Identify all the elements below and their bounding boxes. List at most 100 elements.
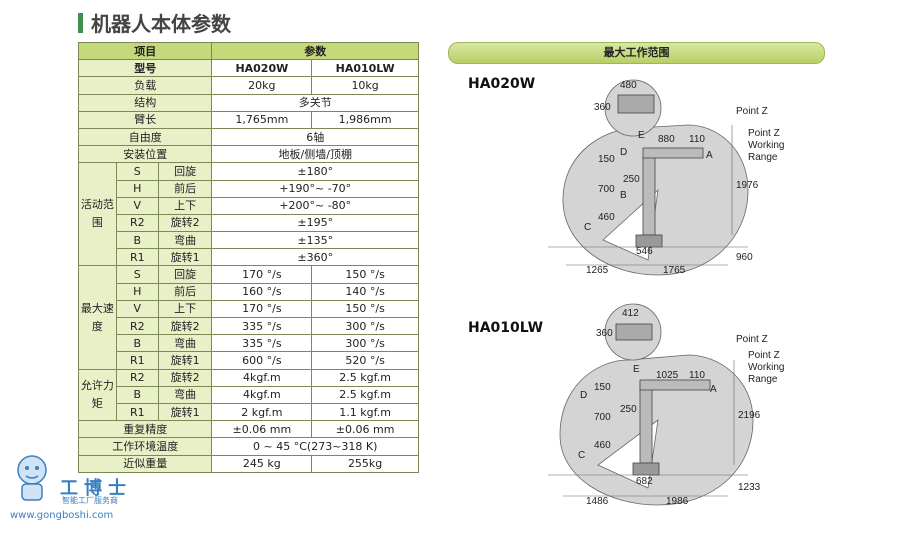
diagram-model-ha020w: HA020W [468,76,536,92]
axis-name: 回旋 [157,162,213,181]
label-B: B [620,190,627,201]
legend-range: Range [748,152,778,163]
axis-name: 弯曲 [157,385,213,404]
row-value-2: 1.1 kgf.m [311,402,419,422]
legend-point-z: Point Z [748,350,780,361]
robot-forearm [639,379,711,391]
axis-name: 旋转1 [157,351,213,370]
table-row: R2 旋转2 ±195° [79,213,419,233]
axis-name: 旋转1 [157,248,213,267]
row-value-2: 140 °/s [311,282,419,301]
dim-1986: 1986 [666,496,689,507]
table-row: B 弯曲 4kgf.m 2.5 kgf.m [79,385,419,404]
legend-point-z: Point Z [748,128,780,139]
robot-top-view [617,94,655,114]
row-label: 近似重量 [77,454,213,473]
axis-name: 弯曲 [157,334,213,353]
watermark-brand: 工博士 [60,478,132,499]
table-row: 活动范围 S 回旋 ±180° [78,162,419,267]
row-value-1: 335 °/s [211,316,313,336]
axis-code: R1 [115,402,159,422]
dim-546: 546 [636,246,653,257]
row-value: ±360° [211,248,419,267]
table-row: R2 旋转2 335 °/s 300 °/s [79,316,419,336]
row-value-2: 150 °/s [311,299,419,319]
dim-250: 250 [623,174,640,185]
table-row: 自由度 6轴 [77,127,419,147]
row-value: 多关节 [211,93,419,112]
row-value: 6轴 [211,127,419,147]
axis-name: 回旋 [157,265,213,284]
row-value: +190°~ -70° [211,179,419,198]
axis-code: B [115,231,159,250]
table-row: R1 旋转1 2 kgf.m 1.1 kgf.m [79,402,419,422]
diagram-model-ha010lw: HA010LW [468,320,544,336]
dim-460: 460 [594,440,611,451]
table-row: 臂长 1,765mm 1,986mm [77,110,419,129]
group-allowed-torque: 允许力矩 [78,368,117,422]
dim-150: 150 [598,154,615,165]
table-row: 允许力矩 R2 旋转2 4kgf.m 2.5 kgf.m [78,368,419,422]
row-value-1: 170 °/s [211,265,313,284]
label-E: E [633,364,640,375]
row-value: ±180° [211,162,419,181]
row-value-1: 160 °/s [211,282,313,301]
axis-code: R2 [115,213,159,233]
dim-480: 480 [620,80,637,91]
dim-1976: 1976 [736,180,759,191]
dim-700: 700 [598,184,615,195]
dim-150: 150 [594,382,611,393]
row-value-2: 10kg [311,76,419,95]
group-motion-range: 活动范围 [78,162,117,267]
dim-700: 700 [594,412,611,423]
row-value-1: 245 kg [211,454,313,473]
row-value-2: 2.5 kgf.m [311,368,419,387]
row-label: 臂长 [77,110,213,129]
watermark-slogan: 智能工厂服务商 [62,496,118,505]
dim-412: 412 [622,308,639,319]
dim-1233: 1233 [738,482,761,493]
table-header-row: 项目 参数 [77,41,419,61]
row-value: ±195° [211,213,419,233]
mascot-icon [17,455,47,501]
range-diagram-ha010lw: 412 360 1025 110 150 700 250 460 682 148… [548,303,785,507]
header-params: 参数 [211,41,419,61]
table-row: 安装位置 地板/侧墙/顶棚 [77,145,419,164]
axis-name: 上下 [157,299,213,319]
axis-name: 旋转1 [157,402,213,422]
row-value-1: 1,765mm [211,110,313,129]
table-row: 工作环境温度 0 ~ 45 °C(273~318 K) [77,437,419,456]
model-label: 型号 [77,59,213,78]
row-value-2: 150 °/s [311,265,419,284]
axis-code: R2 [115,368,159,387]
row-value-1: 4kgf.m [211,368,313,387]
axis-code: V [115,299,159,319]
robot-arm-link [642,154,656,236]
dim-682: 682 [636,476,653,487]
axis-code: R1 [115,351,159,370]
table-row: 结构 多关节 [77,93,419,112]
range-title: 最大工作范围 [448,42,825,64]
model-1: HA020W [211,59,313,78]
row-label: 安装位置 [77,145,213,164]
row-label: 自由度 [77,127,213,147]
spec-table: 项目 参数 型号 HA020W HA010LW 负载 20kg 10kg 结构 … [77,41,419,473]
table-row: R1 旋转1 ±360° [79,248,419,267]
dim-460: 460 [598,212,615,223]
dim-1765: 1765 [663,265,686,276]
axis-code: V [115,196,159,215]
table-row: 负载 20kg 10kg [77,76,419,95]
axis-name: 旋转2 [157,316,213,336]
label-D: D [620,147,627,158]
header-item: 项目 [77,41,213,61]
dim-1265: 1265 [586,265,609,276]
section-title-text: 机器人本体参数 [91,12,231,36]
axis-name: 弯曲 [157,231,213,250]
row-value-1: 600 °/s [211,351,313,370]
table-row: 最大速度 S 回旋 170 °/s 150 °/s [78,265,419,370]
row-value-1: ±0.06 mm [211,420,313,439]
robot-arm-link [639,384,653,464]
label-A: A [710,384,717,395]
axis-code: B [115,334,159,353]
legend-range: Range [748,374,778,385]
